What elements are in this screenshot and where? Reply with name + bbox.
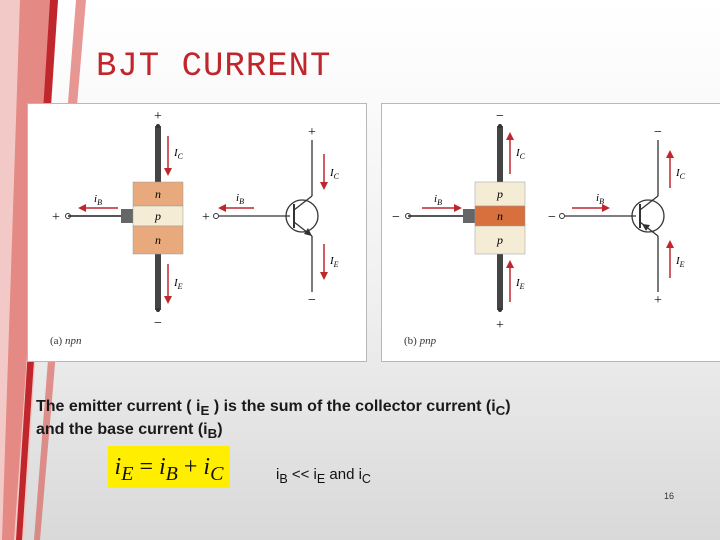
pnp-left-sign: − <box>392 210 400 225</box>
npn-layer-middle: p <box>154 209 161 223</box>
pnp-symbol-ie-label: IE <box>675 255 685 269</box>
npn-symbol-bottom-sign: − <box>308 293 316 308</box>
pnp-layer-top: p <box>496 187 503 201</box>
npn-symbol-top-sign: + <box>308 125 316 140</box>
pnp-diagram: p n p − + − IC iB IE − iB − + <box>392 109 686 333</box>
npn-symbol-ic-label: IC <box>329 167 340 181</box>
npn-diagram-panel: n p n + − + IC iB IE + iB + − <box>27 103 367 362</box>
pnp-symbol-bottom-sign: + <box>654 293 662 308</box>
pnp-top-sign: − <box>496 109 504 124</box>
pnp-ic-label: IC <box>515 147 526 161</box>
page-title: BJT CURRENT <box>96 48 332 86</box>
npn-layer-bottom: n <box>155 233 161 247</box>
pnp-ie-label: IE <box>515 277 525 291</box>
npn-ie-label: IE <box>173 277 183 291</box>
npn-ib-label: iB <box>94 193 102 207</box>
pnp-layer-middle: n <box>497 209 503 223</box>
pnp-bottom-sign: + <box>496 318 504 333</box>
pnp-symbol-ic-label: IC <box>675 167 686 181</box>
description-text: The emitter current ( iE ) is the sum of… <box>36 398 511 442</box>
npn-mid-sign: + <box>202 210 210 225</box>
emitter-current-formula: iE = iB + iC <box>108 446 230 488</box>
npn-caption: (a) npn <box>50 335 82 347</box>
npn-layer-top: n <box>155 187 161 201</box>
page-number: 16 <box>664 491 675 501</box>
pnp-ib-label: iB <box>434 193 442 207</box>
npn-bottom-sign: − <box>154 316 162 331</box>
npn-ic-label: IC <box>173 147 184 161</box>
pnp-diagram-panel: p n p − + − IC iB IE − iB − + <box>381 103 720 362</box>
pnp-caption: (b) pnp <box>404 335 437 347</box>
npn-symbol-ie-label: IE <box>329 255 339 269</box>
npn-diagram: n p n + − + IC iB IE + iB + − <box>52 109 340 331</box>
pnp-symbol-ib-label: iB <box>596 192 604 206</box>
pnp-layer-bottom: p <box>496 233 503 247</box>
pnp-symbol-top-sign: − <box>654 125 662 140</box>
npn-top-sign: + <box>154 109 162 124</box>
pnp-mid-sign: − <box>548 210 556 225</box>
npn-symbol-ib-label: iB <box>236 192 244 206</box>
npn-left-sign: + <box>52 210 60 225</box>
current-relation: iB << iE and iC <box>276 466 371 486</box>
